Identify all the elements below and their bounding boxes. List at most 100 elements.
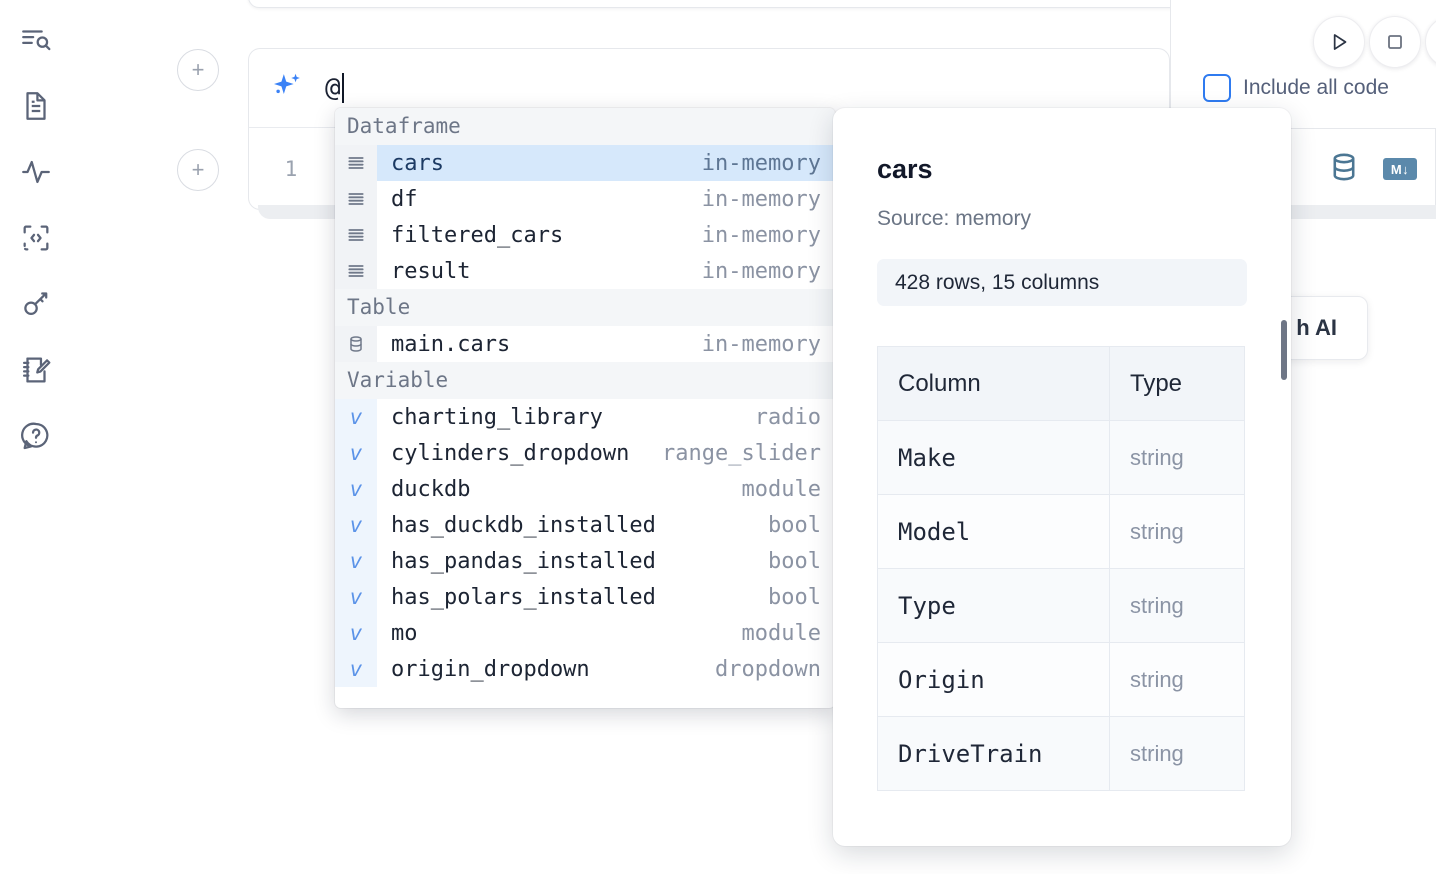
dataframe-icon xyxy=(335,181,377,217)
autocomplete-item[interactable]: v has_duckdb_installed bool xyxy=(335,507,835,543)
include-all-code-label: Include all code xyxy=(1243,76,1389,99)
code-brackets-icon[interactable] xyxy=(14,216,58,260)
file-text-icon[interactable] xyxy=(14,84,58,128)
autocomplete-item-name: cars xyxy=(391,150,444,176)
dataframe-icon xyxy=(335,145,377,181)
autocomplete-item-type: dropdown xyxy=(715,656,821,682)
column-name-cell: Origin xyxy=(877,642,1110,717)
info-stats: 428 rows, 15 columns xyxy=(877,259,1247,306)
autocomplete-section-table: Table xyxy=(335,289,835,326)
include-all-code-row[interactable]: Include all code xyxy=(1203,74,1389,102)
autocomplete-item-name: origin_dropdown xyxy=(391,656,590,682)
autocomplete-item-type: radio xyxy=(754,404,821,430)
autocomplete-item[interactable]: filtered_cars in-memory xyxy=(335,217,835,253)
include-all-code-checkbox[interactable] xyxy=(1203,74,1231,102)
line-number: 1 xyxy=(284,156,298,181)
autocomplete-item-type: range_slider xyxy=(662,440,821,466)
autocomplete-item-name: duckdb xyxy=(391,476,471,502)
autocomplete-item-name: has_polars_installed xyxy=(391,584,656,610)
autocomplete-section-dataframe: Dataframe xyxy=(335,108,835,145)
autocomplete-item-type: in-memory xyxy=(701,150,821,176)
autocomplete-item-name: has_pandas_installed xyxy=(391,548,656,574)
column-type-cell: string xyxy=(1109,642,1245,717)
autocomplete-item[interactable]: df in-memory xyxy=(335,181,835,217)
autocomplete-item[interactable]: main.cars in-memory xyxy=(335,326,835,362)
column-type-cell: string xyxy=(1109,568,1245,643)
column-type-cell: string xyxy=(1109,494,1245,569)
autocomplete-item[interactable]: v has_pandas_installed bool xyxy=(335,543,835,579)
add-cell-button-bottom[interactable]: + xyxy=(177,149,219,191)
autocomplete-item-type: in-memory xyxy=(701,222,821,248)
column-type-cell: string xyxy=(1109,420,1245,495)
variable-icon: v xyxy=(335,651,377,687)
database-icon xyxy=(335,326,377,362)
column-header: Column xyxy=(877,346,1110,421)
autocomplete-item-type: module xyxy=(741,620,821,646)
add-cell-button-top[interactable]: + xyxy=(177,49,219,91)
activity-icon[interactable] xyxy=(14,150,58,194)
autocomplete-item-name: df xyxy=(391,186,418,212)
autocomplete-item-name: main.cars xyxy=(391,331,511,357)
run-button[interactable] xyxy=(1313,16,1365,68)
autocomplete-item-name: mo xyxy=(391,620,418,646)
database-icon[interactable] xyxy=(1327,150,1361,189)
autocomplete-item-type: bool xyxy=(768,548,821,574)
variable-icon: v xyxy=(335,435,377,471)
column-name-cell: Type xyxy=(877,568,1110,643)
autocomplete-item[interactable]: result in-memory xyxy=(335,253,835,289)
column-name-cell: Make xyxy=(877,420,1110,495)
ai-prompt-value: @ xyxy=(325,73,341,103)
autocomplete-item-name: has_duckdb_installed xyxy=(391,512,656,538)
stop-button[interactable] xyxy=(1369,16,1421,68)
variable-icon: v xyxy=(335,579,377,615)
autocomplete-item[interactable]: v origin_dropdown dropdown xyxy=(335,651,835,687)
dataframe-icon xyxy=(335,217,377,253)
autocomplete-item-name: result xyxy=(391,258,471,284)
dataframe-info-panel: cars Source: memory 428 rows, 15 columns… xyxy=(833,108,1291,846)
notebook-edit-icon[interactable] xyxy=(14,348,58,392)
column-name-cell: Model xyxy=(877,494,1110,569)
autocomplete-item[interactable]: v has_polars_installed bool xyxy=(335,579,835,615)
autocomplete-item-type: in-memory xyxy=(701,331,821,357)
autocomplete-item-type: module xyxy=(741,476,821,502)
autocomplete-item-type: in-memory xyxy=(701,186,821,212)
text-caret xyxy=(341,73,344,103)
key-icon[interactable] xyxy=(14,282,58,326)
column-type-cell: string xyxy=(1109,716,1245,791)
variable-icon: v xyxy=(335,507,377,543)
ai-prompt-input[interactable]: @ xyxy=(325,68,344,108)
variable-icon: v xyxy=(335,471,377,507)
autocomplete-item-type: bool xyxy=(768,584,821,610)
help-chat-icon[interactable] xyxy=(14,414,58,458)
autocomplete-item-type: bool xyxy=(768,512,821,538)
column-header: Type xyxy=(1109,346,1245,421)
variable-icon: v xyxy=(335,399,377,435)
dataframe-icon xyxy=(335,253,377,289)
autocomplete-section-variable: Variable xyxy=(335,362,835,399)
column-name-cell: DriveTrain xyxy=(877,716,1110,791)
autocomplete-item[interactable]: cars in-memory xyxy=(335,145,835,181)
variable-icon: v xyxy=(335,543,377,579)
info-panel-scrollbar[interactable] xyxy=(1281,320,1287,380)
markdown-badge[interactable]: M↓ xyxy=(1383,158,1417,180)
variable-icon: v xyxy=(335,615,377,651)
left-icon-rail xyxy=(0,0,72,874)
autocomplete-item-name: cylinders_dropdown xyxy=(391,440,630,466)
info-source: Source: memory xyxy=(877,207,1032,230)
info-title: cars xyxy=(877,154,933,184)
outline-search-icon[interactable] xyxy=(14,18,58,62)
autocomplete-item[interactable]: v cylinders_dropdown range_slider xyxy=(335,435,835,471)
autocomplete-item-name: filtered_cars xyxy=(391,222,564,248)
autocomplete-item-type: in-memory xyxy=(701,258,821,284)
